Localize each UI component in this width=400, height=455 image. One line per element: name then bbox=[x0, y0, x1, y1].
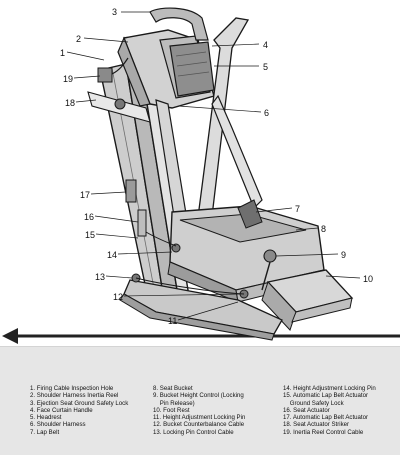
callout-18: 18 bbox=[65, 98, 75, 108]
bucket-height-control bbox=[261, 249, 277, 291]
callout-13: 13 bbox=[95, 272, 105, 282]
lap-belt-actuator bbox=[125, 179, 177, 247]
legend-item: 1. Firing Cable Inspection Hole bbox=[30, 385, 114, 392]
callout-5: 5 bbox=[263, 62, 268, 72]
legend-item: 4. Face Curtain Handle bbox=[30, 406, 93, 414]
parts-legend: 1. Firing Cable Inspection Hole 2. Shoul… bbox=[0, 346, 400, 455]
legend-item: 12. Bucket Counterbalance Cable bbox=[153, 421, 245, 429]
callout-labels: 1 2 3 4 5 6 7 8 9 10 11 12 13 14 15 16 1… bbox=[60, 7, 373, 326]
callout-4: 4 bbox=[263, 40, 268, 50]
callout-7: 7 bbox=[295, 204, 300, 214]
legend-column-2: 8. Seat Bucket 9. Bucket Height Control … bbox=[153, 385, 245, 436]
callout-11: 11 bbox=[168, 316, 177, 326]
legend-item: 7. Lap Belt bbox=[30, 428, 60, 436]
lap-belt-buckle bbox=[237, 199, 263, 229]
legend-item: 16. Seat Actuator bbox=[283, 406, 330, 414]
callout-3: 3 bbox=[112, 7, 117, 17]
legend-item: 15. Automatic Lap Belt Actuator bbox=[283, 392, 369, 400]
legend-item: 11. Height Adjustment Locking Pin bbox=[153, 414, 246, 422]
leader-lines bbox=[66, 11, 361, 321]
callout-14: 14 bbox=[107, 250, 117, 260]
locking-pins bbox=[131, 243, 249, 299]
direction-arrow bbox=[2, 328, 400, 344]
seat-actuator-striker bbox=[87, 91, 151, 123]
legend-item: Ground Safety Lock bbox=[283, 399, 344, 407]
callout-17: 17 bbox=[80, 190, 90, 200]
legend-item: 19. Inertia Reel Control Cable bbox=[283, 428, 364, 436]
headrest bbox=[169, 41, 215, 97]
legend-column-3: 14. Height Adjustment Locking Pin 15. Au… bbox=[283, 385, 376, 436]
legend-item: 10. Foot Rest bbox=[153, 406, 190, 414]
callout-2: 2 bbox=[76, 34, 81, 44]
callout-1: 1 bbox=[60, 48, 65, 58]
callout-6: 6 bbox=[264, 108, 269, 118]
legend-item: Pin Release) bbox=[153, 399, 195, 407]
callout-12: 12 bbox=[113, 292, 123, 302]
legend-item: 3. Ejection Seat Ground Safety Lock bbox=[30, 399, 129, 407]
legend-column-1: 1. Firing Cable Inspection Hole 2. Shoul… bbox=[30, 385, 128, 436]
legend-item: 9. Bucket Height Control (Locking bbox=[153, 392, 244, 400]
callout-16: 16 bbox=[84, 212, 94, 222]
callout-19: 19 bbox=[63, 74, 73, 84]
legend-item: 5. Headrest bbox=[30, 414, 62, 422]
seat-base bbox=[119, 279, 283, 341]
legend-item: 13. Locking Pin Control Cable bbox=[153, 428, 234, 436]
callout-9: 9 bbox=[341, 250, 346, 260]
legend-item: 6. Shoulder Harness bbox=[30, 421, 86, 429]
legend-item: 14. Height Adjustment Locking Pin bbox=[283, 385, 376, 392]
inertia-reel-control-cable bbox=[97, 57, 129, 83]
legend-item: 17. Automatic Lap Belt Actuator bbox=[283, 414, 369, 422]
legend-item: 8. Seat Bucket bbox=[153, 385, 193, 392]
callout-10: 10 bbox=[363, 274, 373, 284]
legend-item: 18. Seat Actuator Striker bbox=[283, 421, 350, 429]
callout-8: 8 bbox=[321, 224, 326, 234]
ejection-seat-diagram: 1 2 3 4 5 6 7 8 9 10 11 12 13 14 15 16 1… bbox=[2, 7, 400, 344]
legend-item: 2. Shoulder Harness Inertia Reel bbox=[30, 392, 119, 400]
face-curtain-handle bbox=[149, 7, 209, 41]
foot-rest bbox=[261, 269, 354, 331]
callout-15: 15 bbox=[85, 230, 95, 240]
